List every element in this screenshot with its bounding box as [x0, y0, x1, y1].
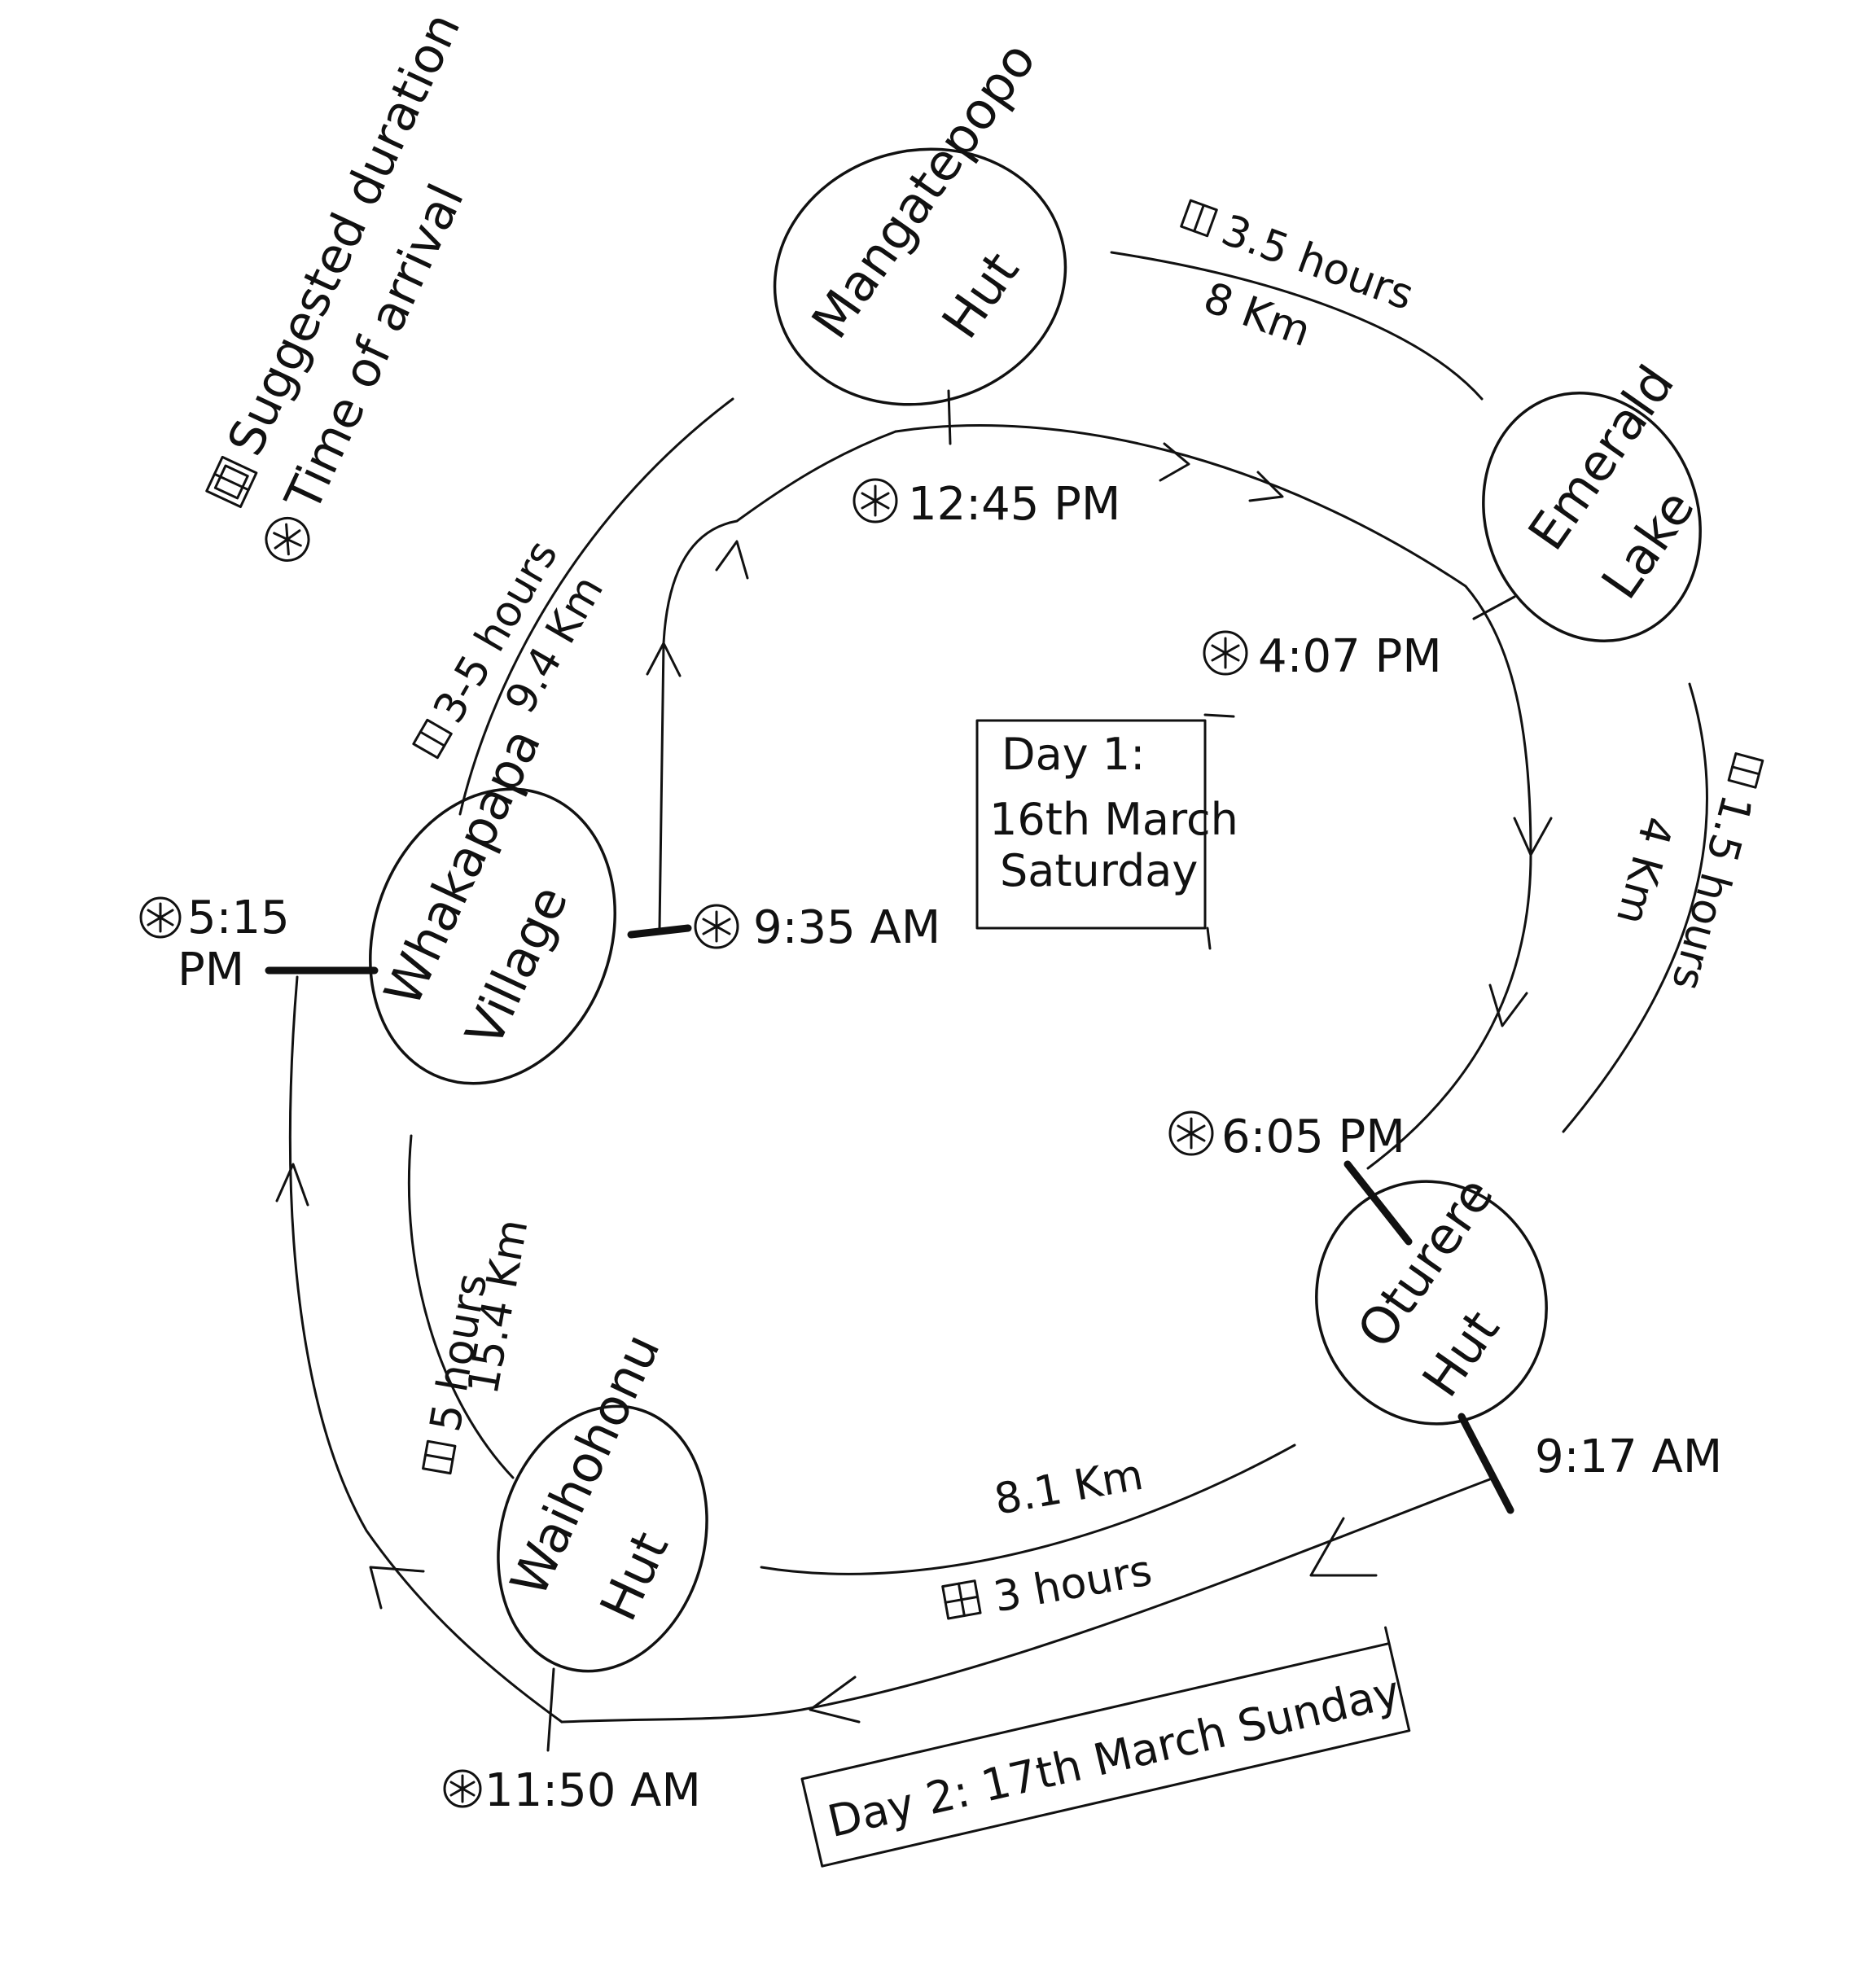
node-whakapapa-village: Whakapapa Village [369, 720, 616, 1085]
time-end-whakapapa-line1: 5:15 [187, 891, 290, 944]
route-day2 [265, 966, 1514, 1752]
route-arrow [646, 642, 682, 677]
time-waihohonu-label: 11:50 AM [484, 1764, 701, 1817]
segment-waihohonu-whakapapa: 5 hours 15.4 Km [421, 1216, 537, 1475]
time-end-whakapapa: 5:15 PM [139, 891, 290, 997]
outer-curves [407, 251, 1708, 1575]
outer-curve-waihohonu-whakapapa [407, 1134, 515, 1479]
segment-mangatepopo-emerald-distance: 8 Km [1198, 274, 1317, 357]
node-oturere-line2: Hut [1410, 1299, 1510, 1407]
segment-emerald-oturere: 1.5 hours 4 Km [1606, 752, 1764, 996]
segment-emerald-oturere-distance: 4 Km [1606, 812, 1682, 930]
time-end-whakapapa-line2: PM [178, 944, 244, 997]
start-marker-day1 [627, 924, 692, 939]
time-mangatepopo: 12:45 PM [853, 478, 1120, 531]
route-arrow [715, 540, 749, 580]
asterisk-circle-icon [265, 516, 310, 562]
day1-line1: Day 1: [1002, 729, 1145, 780]
day2-label: Day 2: 17th March Sunday [823, 1666, 1405, 1847]
route-arrow [1488, 983, 1528, 1027]
day1-line2: 16th March [989, 794, 1238, 845]
day1-line3: Saturday [1000, 845, 1198, 896]
asterisk-circle-icon [1168, 1110, 1214, 1156]
route-arrow [1248, 471, 1284, 502]
segment-emerald-oturere-duration: 1.5 hours [1662, 790, 1760, 996]
node-waihohonu-line2: Hut [588, 1523, 680, 1630]
time-start-whakapapa: 9:35 AM [694, 901, 940, 954]
time-oturere: 6:05 PM [1168, 1110, 1405, 1163]
node-mangatepopo-hut: Mangatepopo Hut [773, 31, 1067, 406]
route-arrow [1513, 817, 1553, 856]
time-waihohonu: 11:50 AM [443, 1764, 701, 1817]
asterisk-circle-icon [139, 896, 182, 939]
segment-mangatepopo-emerald: 3.5 hours 8 Km [1180, 199, 1420, 357]
route-arrow [369, 1566, 425, 1610]
route-day1 [627, 389, 1553, 1246]
node-oturere-hut: Oturere Hut [1315, 1167, 1548, 1426]
node-mangatepopo-line2: Hut [930, 241, 1030, 348]
outer-curve-whakapapa-mangatepopo [458, 397, 734, 816]
legend: Suggested duration Time of arrival [205, 4, 476, 562]
asterisk-circle-icon [1203, 630, 1248, 676]
route-arrow [1159, 442, 1190, 482]
asterisk-circle-icon [694, 904, 739, 949]
time-start-whakapapa-label: 9:35 AM [753, 901, 940, 954]
start-marker-day2 [1457, 1413, 1514, 1514]
end-marker-day1 [1343, 1160, 1413, 1246]
outer-curve-mangatepopo-emerald [1110, 251, 1484, 401]
time-start-oturere-label: 9:17 AM [1535, 1430, 1722, 1483]
route-arrow [1309, 1517, 1378, 1577]
day1-box: Day 1: 16th March Saturday [975, 713, 1238, 950]
asterisk-circle-icon [443, 1769, 482, 1808]
segment-oturere-waihohonu-distance: 8.1 Km [991, 1451, 1147, 1525]
outer-curve-oturere-waihohonu [760, 1443, 1296, 1575]
route-arrow [809, 1676, 861, 1724]
asterisk-circle-icon [853, 478, 898, 523]
day2-box: Day 2: 17th March Sunday [800, 1626, 1411, 1868]
segment-oturere-waihohonu: 8.1 Km 3 hours [941, 1451, 1155, 1622]
time-emerald-label: 4:07 PM [1258, 630, 1442, 683]
time-mangatepopo-label: 12:45 PM [908, 478, 1120, 531]
time-emerald: 4:07 PM [1203, 630, 1442, 683]
time-start-oturere: 9:17 AM [1535, 1430, 1722, 1483]
route-arrow [275, 1163, 309, 1207]
outer-curve-emerald-oturere [1562, 682, 1708, 1133]
clock-square-icon [205, 455, 258, 509]
segment-oturere-waihohonu-duration: 3 hours [990, 1546, 1155, 1622]
time-oturere-label: 6:05 PM [1221, 1110, 1405, 1163]
